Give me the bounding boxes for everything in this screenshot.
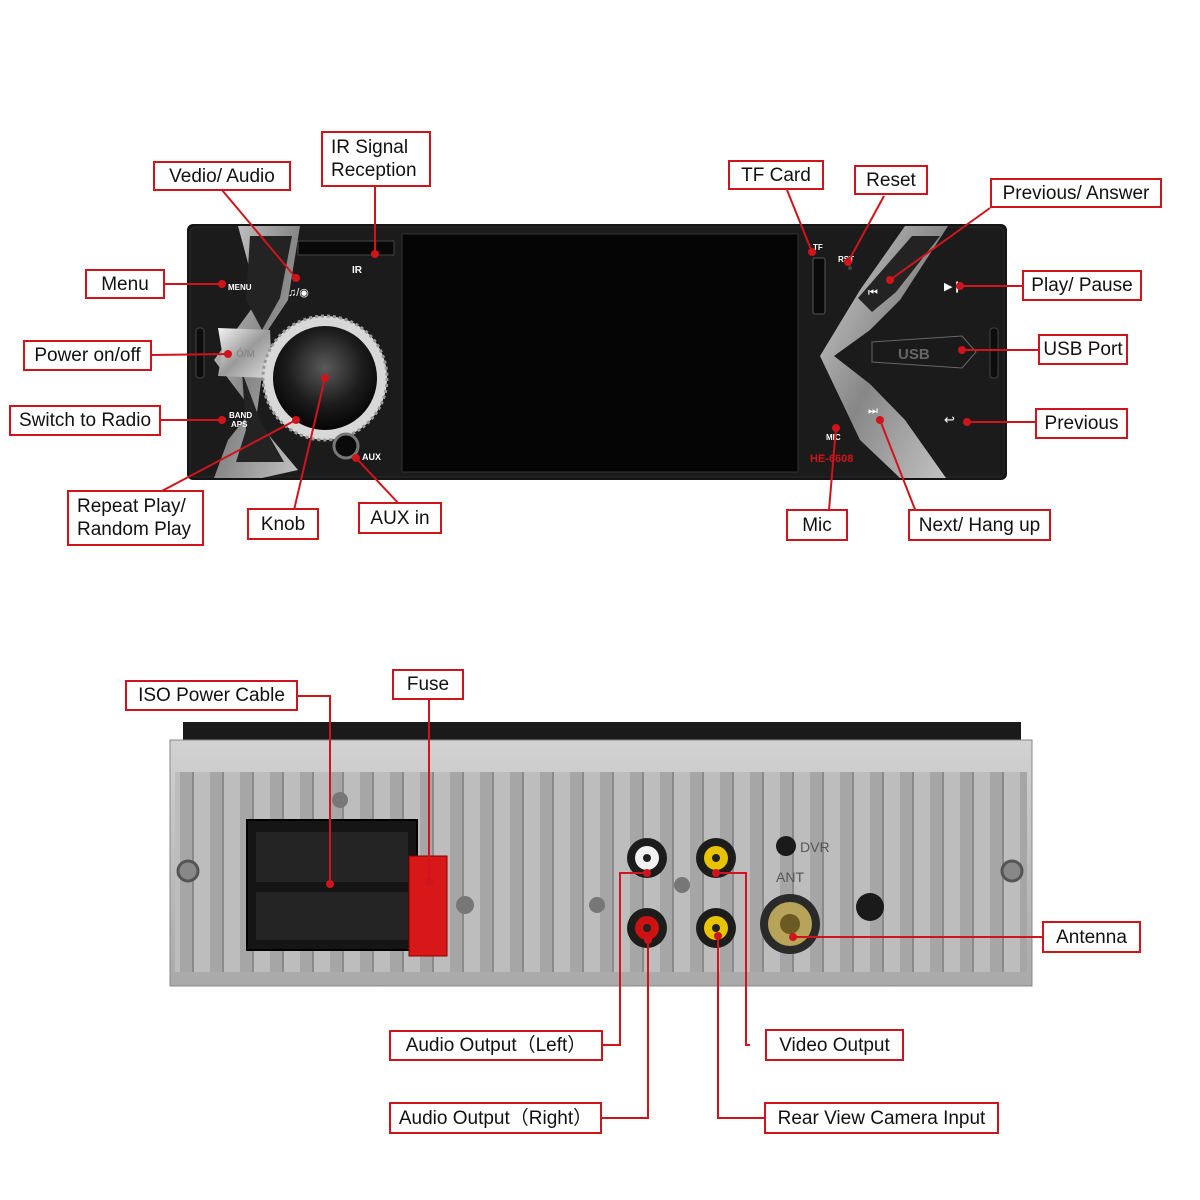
aux-text: AUX xyxy=(362,452,381,462)
callout-lines xyxy=(151,186,1042,1119)
label-aux-in-text: AUX in xyxy=(370,507,430,529)
label-knob-text: Knob xyxy=(260,513,306,535)
model-text: HE-6608 xyxy=(810,453,853,465)
rear-panel-device: DVR ANT xyxy=(169,722,1033,987)
label-video-output-text: Video Output xyxy=(779,1034,890,1056)
label-audio-left: Audio Output（Left） xyxy=(389,1030,603,1061)
label-vedio-audio-text: Vedio/ Audio xyxy=(169,165,275,187)
label-repeat-line1: Repeat Play/ xyxy=(77,496,186,517)
label-mic: Mic xyxy=(786,509,848,541)
dvr-text: DVR xyxy=(800,839,830,855)
label-antenna: Antenna xyxy=(1042,921,1141,953)
label-usb-port: USB Port xyxy=(1038,334,1128,365)
label-next-hangup-text: Next/ Hang up xyxy=(918,514,1041,536)
label-previous: Previous xyxy=(1035,408,1128,439)
label-usb-port-text: USB Port xyxy=(1043,339,1123,360)
label-vedio-audio: Vedio/ Audio xyxy=(153,161,291,191)
label-video-output: Video Output xyxy=(765,1029,904,1061)
label-iso-power-cable: ISO Power Cable xyxy=(125,680,298,711)
label-previous-answer: Previous/ Answer xyxy=(990,178,1162,208)
label-knob: Knob xyxy=(247,508,319,540)
callout-dots xyxy=(218,248,971,944)
label-mic-text: Mic xyxy=(802,514,832,536)
previous-answer-icon: ⏮ xyxy=(868,287,878,299)
label-next-hangup: Next/ Hang up xyxy=(908,509,1051,541)
label-ir-line1: IR Signal xyxy=(331,137,409,158)
aps-text: APS xyxy=(231,420,248,429)
label-switch-radio-text: Switch to Radio xyxy=(19,410,152,431)
tf-text: TF xyxy=(813,243,823,252)
label-aux-in: AUX in xyxy=(358,502,442,534)
label-audio-right: Audio Output（Right） xyxy=(389,1102,602,1134)
label-repeat-line2: Random Play xyxy=(77,519,192,540)
label-menu: Menu xyxy=(85,269,165,299)
label-previous-text: Previous xyxy=(1044,413,1119,434)
front-panel-device: IR TF RST Ó/M AUX MENU BAND APS ♫/◉ ⌂ US… xyxy=(187,224,1007,480)
label-fuse: Fuse xyxy=(392,669,464,700)
label-rear-camera-text: Rear View Camera Input xyxy=(777,1107,986,1129)
previous-icon: ↩ xyxy=(944,412,955,427)
ir-text: IR xyxy=(352,265,363,276)
menu-text: MENU xyxy=(228,283,252,292)
label-audio-right-text: Audio Output（Right） xyxy=(398,1107,593,1129)
label-menu-text: Menu xyxy=(101,273,149,295)
label-antenna-text: Antenna xyxy=(1056,926,1127,948)
label-fuse-text: Fuse xyxy=(406,674,450,695)
label-switch-radio: Switch to Radio xyxy=(9,405,161,436)
label-iso-power-cable-text: ISO Power Cable xyxy=(138,685,285,706)
label-power: Power on/off xyxy=(23,340,152,371)
label-tf-card-text: TF Card xyxy=(741,164,811,186)
usb-text: USB xyxy=(898,346,930,363)
label-rear-camera: Rear View Camera Input xyxy=(764,1102,999,1134)
label-ir-signal: IR Signal Reception xyxy=(321,131,431,187)
label-reset: Reset xyxy=(854,165,928,195)
label-power-text: Power on/off xyxy=(34,345,141,366)
label-tf-card: TF Card xyxy=(728,160,824,190)
power-text: Ó/M xyxy=(236,347,255,360)
next-hangup-icon: ⏭ xyxy=(868,405,878,417)
label-play-pause-text: Play/ Pause xyxy=(1031,275,1133,296)
ant-text: ANT xyxy=(776,869,804,885)
label-play-pause: Play/ Pause xyxy=(1022,270,1142,301)
label-ir-line2: Reception xyxy=(331,160,417,181)
label-repeat-random: Repeat Play/ Random Play xyxy=(67,490,204,546)
label-previous-answer-text: Previous/ Answer xyxy=(1002,182,1150,204)
label-audio-left-text: Audio Output（Left） xyxy=(405,1035,587,1056)
mic-text: MIC xyxy=(826,433,841,442)
band-text: BAND xyxy=(229,411,252,420)
music-icon: ♫/◉ xyxy=(288,287,309,299)
label-reset-text: Reset xyxy=(866,169,916,191)
